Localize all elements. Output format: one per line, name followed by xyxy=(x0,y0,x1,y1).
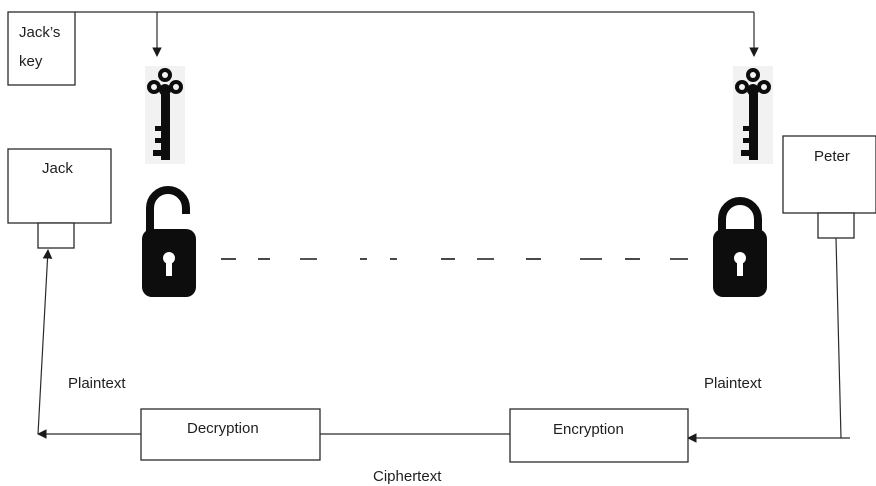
decryption-label: Decryption xyxy=(187,420,259,437)
jack-box: Jack xyxy=(7,148,112,249)
plaintext-label-right: Plaintext xyxy=(704,375,762,392)
peter-port xyxy=(817,212,855,239)
jacks-key-label-line1: Jack’s xyxy=(19,24,60,41)
locked-padlock-icon xyxy=(713,197,767,297)
key-icon xyxy=(145,66,185,164)
jack-port xyxy=(37,222,75,249)
ciphertext-label: Ciphertext xyxy=(373,468,442,485)
peter-box: Peter xyxy=(782,135,876,239)
encryption-box: Encryption xyxy=(509,408,689,463)
decryption-box: Decryption xyxy=(140,408,321,461)
encryption-label: Encryption xyxy=(553,421,624,438)
plaintext-label-left: Plaintext xyxy=(68,375,126,392)
jacks-key-box: Jack’s key xyxy=(7,11,76,86)
jack-label: Jack xyxy=(42,160,73,177)
jacks-key-label-line2: key xyxy=(19,53,43,70)
message-flow xyxy=(37,237,850,443)
unlocked-padlock-icon xyxy=(142,186,196,297)
peter-label: Peter xyxy=(814,148,850,165)
key-icon xyxy=(733,66,773,164)
key-distribution-connector xyxy=(75,11,759,57)
